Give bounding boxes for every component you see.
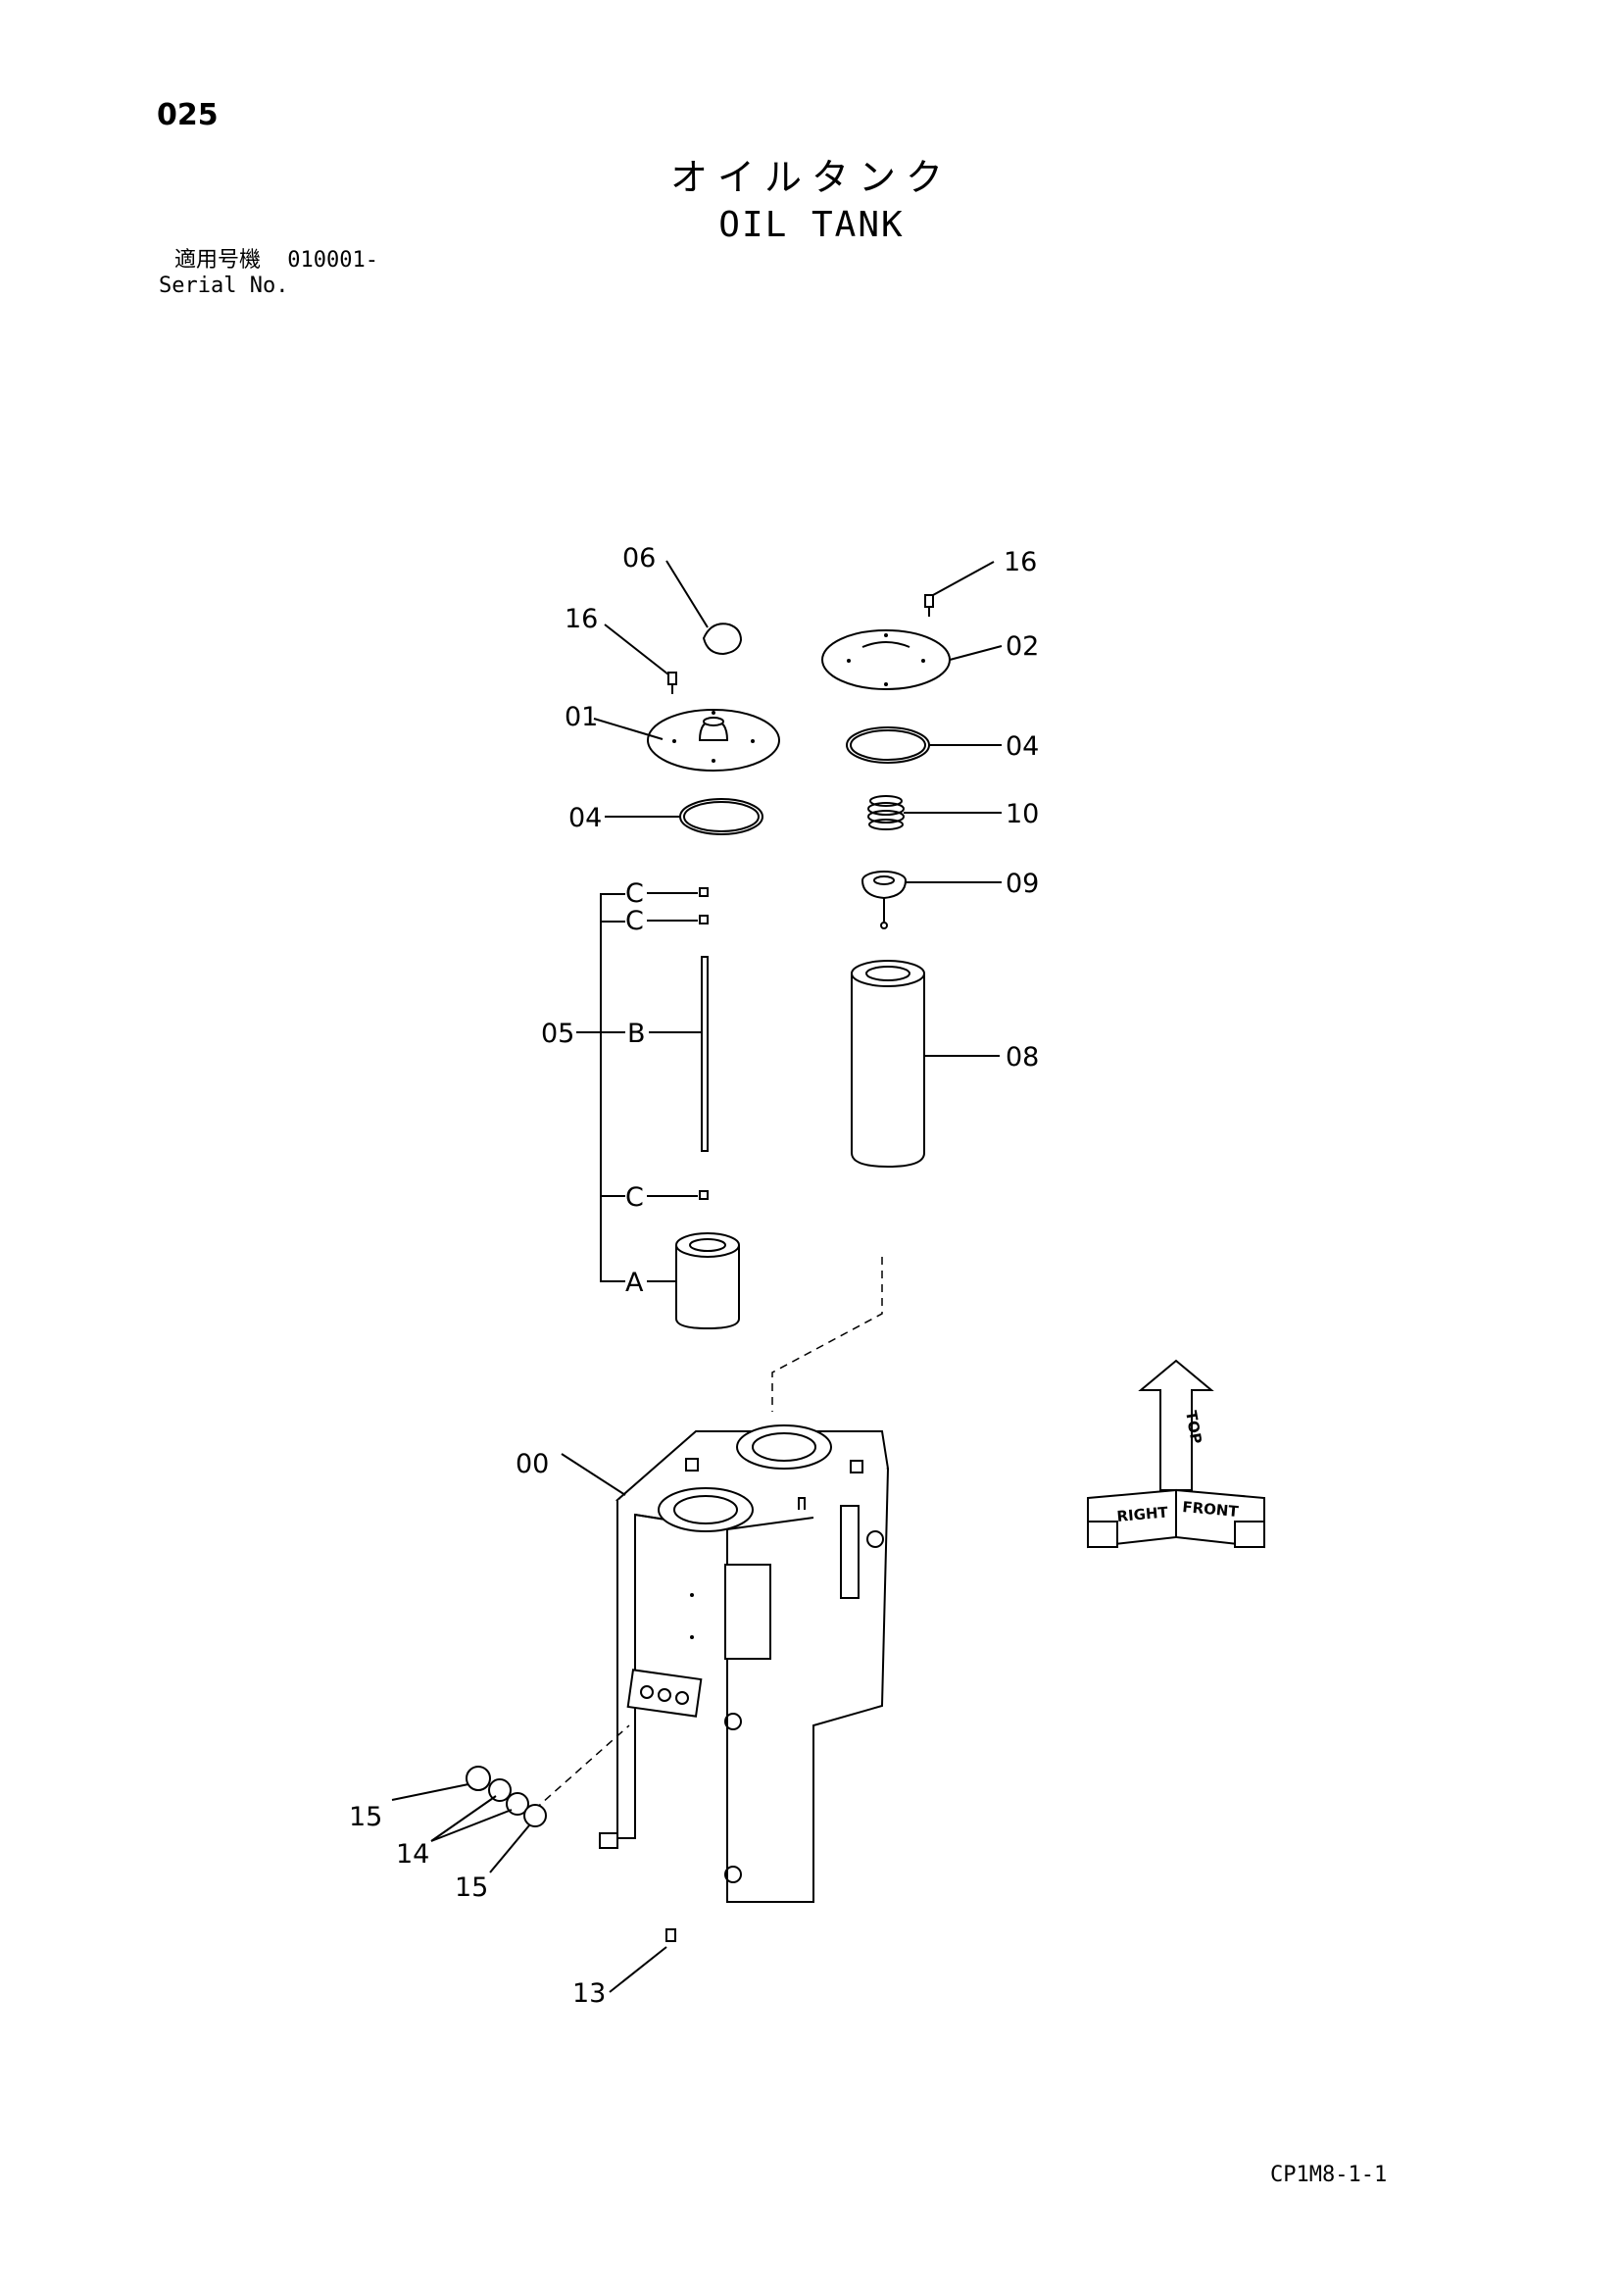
part-16-bolt-left: 16 [565, 604, 677, 694]
callout-15-bottom: 15 [455, 1872, 488, 1903]
part-00-oil-tank: 00 [516, 1424, 890, 1903]
part-04-oring-left: 04 [568, 798, 763, 835]
part-09-valve: 09 [861, 869, 1039, 929]
part-14-15-plugs: 15 14 15 [349, 1724, 630, 1903]
page-number: 025 [157, 98, 219, 132]
part-06-cap: 06 [622, 543, 743, 656]
serial-info: 適用号機 010001- Serial No. [159, 248, 378, 299]
orientation-top-label: TOP [1182, 1410, 1205, 1446]
title-english: OIL TANK [718, 205, 905, 245]
callout-06: 06 [622, 543, 656, 574]
callout-00: 00 [516, 1449, 549, 1479]
sub-callout-a: A [625, 1268, 644, 1298]
serial-row: 適用号機 010001- [159, 248, 378, 274]
callout-14: 14 [396, 1839, 429, 1870]
orientation-front-label: FRONT [1182, 1498, 1240, 1521]
callout-02: 02 [1006, 631, 1039, 662]
callout-15-top: 15 [349, 1802, 382, 1832]
callout-16-right: 16 [1004, 547, 1037, 577]
callout-01: 01 [565, 702, 598, 732]
callout-05: 05 [541, 1019, 574, 1049]
part-02-cover: 02 [821, 629, 1039, 690]
sub-callout-c-3: C [625, 1182, 644, 1213]
callout-04-right: 04 [1006, 731, 1039, 762]
part-01-cover: 01 [565, 702, 780, 772]
sub-callout-c-1: C [625, 878, 644, 909]
sub-callout-b: B [627, 1019, 646, 1049]
title-japanese: オイルタンク [669, 156, 953, 199]
orientation-indicator: TOP RIGHT FRONT [1087, 1359, 1265, 1549]
sub-callout-c-2: C [625, 906, 644, 936]
serial-label-jp: 適用号機 [174, 248, 262, 273]
part-13-clip: 13 [572, 1928, 676, 2009]
serial-value: 010001- [287, 248, 378, 273]
callout-10: 10 [1006, 799, 1039, 829]
callout-08: 08 [1006, 1042, 1039, 1073]
callout-13: 13 [572, 1978, 606, 2009]
callout-09: 09 [1006, 869, 1039, 899]
part-04-oring-right: 04 [846, 726, 1039, 764]
drawing-code: CP1M8-1-1 [1270, 2163, 1388, 2187]
serial-label-en: Serial No. [159, 274, 289, 298]
part-05-filter-assembly: 05 C C B C A [541, 878, 740, 1330]
orientation-right-label: RIGHT [1116, 1503, 1169, 1525]
title-block: オイルタンク OIL TANK [0, 147, 1623, 245]
part-16-bolt-right: 16 [924, 547, 1037, 617]
part-08-element: 08 [851, 960, 1039, 1169]
callout-16-left: 16 [565, 604, 598, 634]
part-10-spring: 10 [867, 795, 1039, 830]
callout-04-left: 04 [568, 803, 602, 833]
